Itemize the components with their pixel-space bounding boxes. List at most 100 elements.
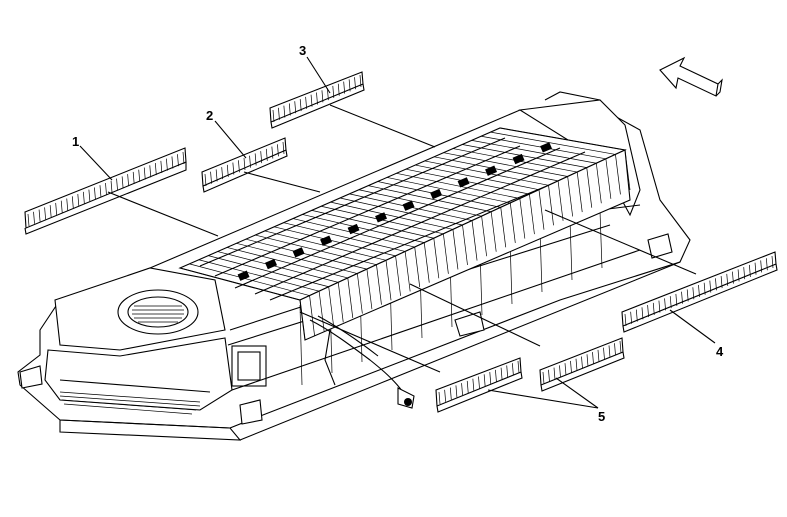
strip-tooth	[160, 160, 163, 173]
strip-tooth	[619, 340, 622, 354]
strip-tooth	[182, 151, 185, 165]
strip-tooth	[55, 202, 58, 215]
strip-tooth	[592, 352, 594, 365]
strip-tooth	[254, 153, 257, 166]
strip-tooth	[698, 284, 700, 298]
strip-tooth	[272, 109, 275, 123]
strip-tooth	[669, 296, 672, 309]
strip-tooth	[348, 79, 351, 92]
strip-tooth	[444, 389, 446, 402]
strip-tooth	[110, 180, 113, 193]
strip-tooth	[265, 148, 268, 161]
terminal-blocks	[237, 142, 553, 281]
strip-tooth	[121, 176, 124, 189]
strip-tooth	[305, 96, 307, 109]
terminal-block	[540, 142, 553, 153]
module-face-line	[328, 286, 335, 327]
strip-tooth	[278, 107, 280, 120]
strip-tooth	[99, 185, 102, 198]
strip-tooth	[664, 298, 666, 311]
strip-tooth	[630, 311, 633, 324]
cell-separator	[434, 156, 559, 182]
cell-separator	[311, 210, 434, 239]
cell-separator	[499, 127, 626, 151]
cell-separator	[358, 189, 482, 217]
cell-separator	[198, 259, 320, 292]
strip-tooth	[586, 354, 589, 367]
strip-tooth	[495, 369, 497, 382]
strip-tooth	[506, 365, 509, 378]
callout-3: 3	[299, 43, 306, 58]
strip-tooth	[603, 347, 605, 360]
strip-tooth	[703, 282, 706, 295]
module-face-line	[615, 154, 621, 195]
module-face-line	[452, 229, 459, 270]
arrow-icon	[659, 56, 723, 97]
strip-tooth	[771, 255, 774, 269]
cell-separator	[339, 197, 463, 226]
cell-separator	[236, 242, 358, 274]
fan-grille	[132, 305, 184, 323]
strip-tooth	[316, 92, 318, 105]
strip-tooth	[754, 262, 757, 275]
strip-tooth	[138, 169, 141, 182]
strip-tooth	[686, 289, 689, 302]
strip-tooth	[500, 367, 503, 380]
leader-lines	[79, 56, 716, 409]
module-face-line	[624, 149, 631, 191]
terminal-block	[320, 235, 333, 246]
strip-tooth	[44, 207, 46, 220]
module-face-line	[318, 291, 325, 332]
module-face-line	[576, 172, 583, 213]
module-face-line	[567, 176, 573, 217]
module-face-line	[548, 185, 554, 226]
module-face-line	[376, 264, 382, 305]
strip-tooth	[94, 187, 96, 200]
cell-separator	[415, 164, 540, 191]
strip-tooth	[127, 174, 129, 187]
module-face-line	[595, 163, 602, 204]
callout-1: 1	[72, 134, 79, 149]
strip-tooth	[749, 264, 751, 277]
strip-tooth	[154, 163, 157, 176]
strip-tooth	[512, 363, 514, 376]
strip-tooth	[559, 365, 561, 378]
strip-tooth	[681, 291, 683, 304]
strip-tooth	[282, 141, 285, 155]
module-face-line	[529, 194, 535, 235]
callout-5: 5	[598, 409, 605, 424]
callout-2: 2	[206, 108, 213, 123]
strip-tooth	[641, 307, 644, 320]
module-face-line	[357, 273, 363, 314]
cell-separator	[368, 185, 492, 213]
cell-separator	[330, 201, 454, 230]
terminal-block	[265, 258, 278, 270]
strip-tooth	[438, 391, 441, 405]
cell-separator	[274, 226, 396, 257]
module-face-line	[299, 299, 306, 341]
strip-tooth	[608, 345, 611, 358]
cell-separators	[179, 127, 626, 301]
part-3-strip	[269, 71, 365, 129]
strip-tooth	[732, 271, 734, 284]
strip-tooth	[88, 189, 91, 202]
cell-stack	[178, 127, 631, 341]
module-face-line	[471, 220, 478, 261]
strip-tooth	[455, 385, 458, 398]
terminal-block	[430, 188, 443, 200]
cell-separator	[302, 214, 425, 243]
module-face-line	[586, 167, 593, 208]
strip-tooth	[461, 383, 463, 396]
strip-tooth	[249, 155, 251, 168]
strip-tooth	[564, 363, 567, 376]
strip-tooth	[221, 167, 224, 180]
strip-tooth	[71, 196, 74, 209]
terminal-block	[457, 177, 470, 188]
strip-tooth	[658, 300, 661, 313]
strip-tooth	[489, 372, 492, 385]
strip-tooth	[765, 258, 768, 271]
strip-tooth	[553, 367, 556, 380]
cell-separator	[255, 234, 377, 266]
strip-tooth	[581, 356, 583, 369]
cell-separator	[245, 238, 367, 270]
